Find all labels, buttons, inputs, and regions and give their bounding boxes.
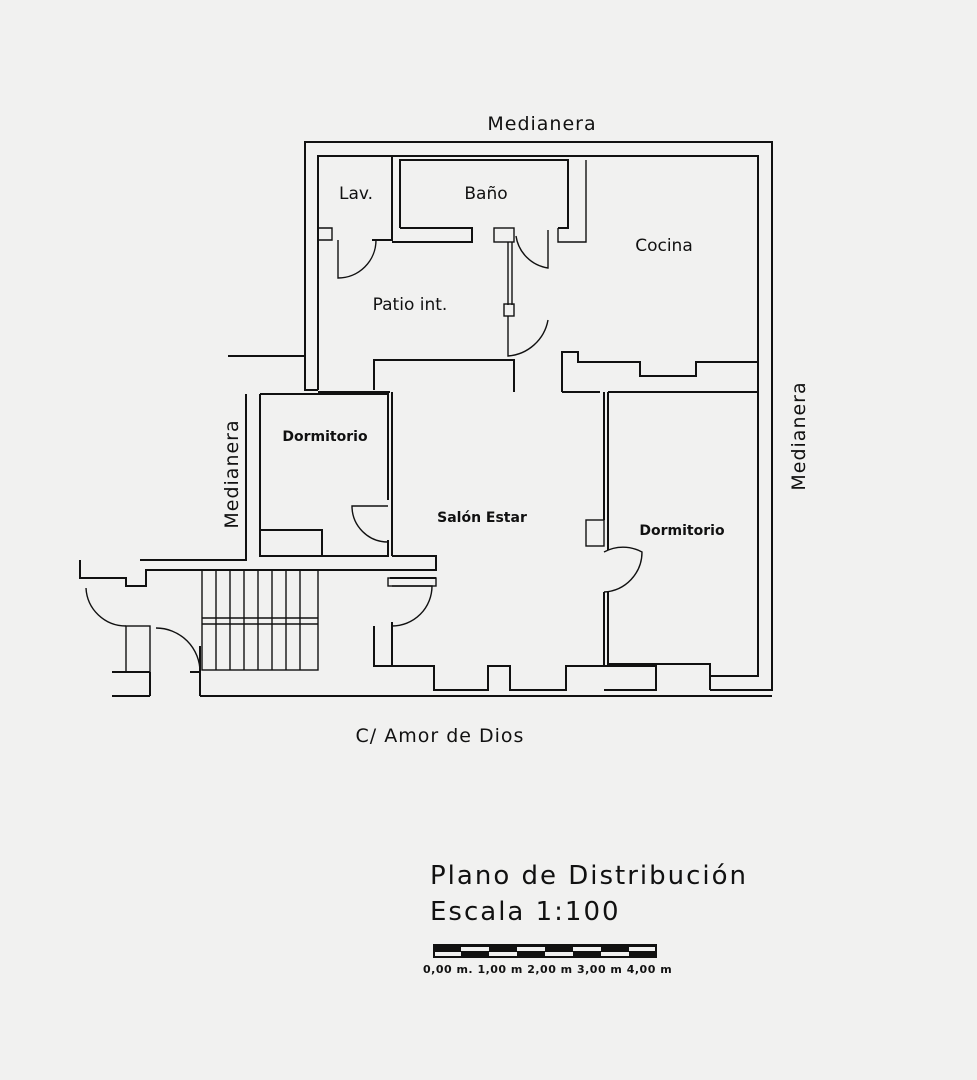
- label-lav: Lav.: [339, 184, 373, 204]
- outer-walls: [228, 141, 773, 691]
- stair-hall: [79, 555, 437, 697]
- label-street: C/ Amor de Dios: [356, 725, 525, 747]
- room-lav: [318, 155, 393, 279]
- label-salon: Salón Estar: [437, 510, 527, 526]
- patio-door: [503, 242, 549, 357]
- label-bano: Baño: [464, 184, 507, 204]
- label-dormitorio-1: Dormitorio: [282, 429, 368, 445]
- label-cocina: Cocina: [635, 236, 693, 256]
- title-line-2: Escala 1:100: [430, 897, 621, 927]
- label-medianera-right: Medianera: [788, 381, 810, 490]
- scale-bar-labels: 0,00 m. 1,00 m 2,00 m 3,00 m 4,00 m: [423, 963, 673, 976]
- title-line-1: Plano de Distribución: [430, 861, 749, 891]
- room-cocina: [561, 351, 758, 393]
- room-dormitorio-2: [585, 391, 758, 690]
- label-medianera-left: Medianera: [221, 419, 243, 528]
- label-medianera-top: Medianera: [487, 113, 596, 135]
- plan-title: Plano de Distribución Escala 1:100: [430, 858, 748, 930]
- label-dormitorio-2: Dormitorio: [639, 523, 725, 539]
- scale-bar: [433, 944, 657, 958]
- patio-walls: [318, 359, 515, 393]
- room-dormitorio-1: [140, 392, 393, 561]
- room-bano: [392, 159, 587, 269]
- label-patio: Patio int.: [373, 295, 448, 315]
